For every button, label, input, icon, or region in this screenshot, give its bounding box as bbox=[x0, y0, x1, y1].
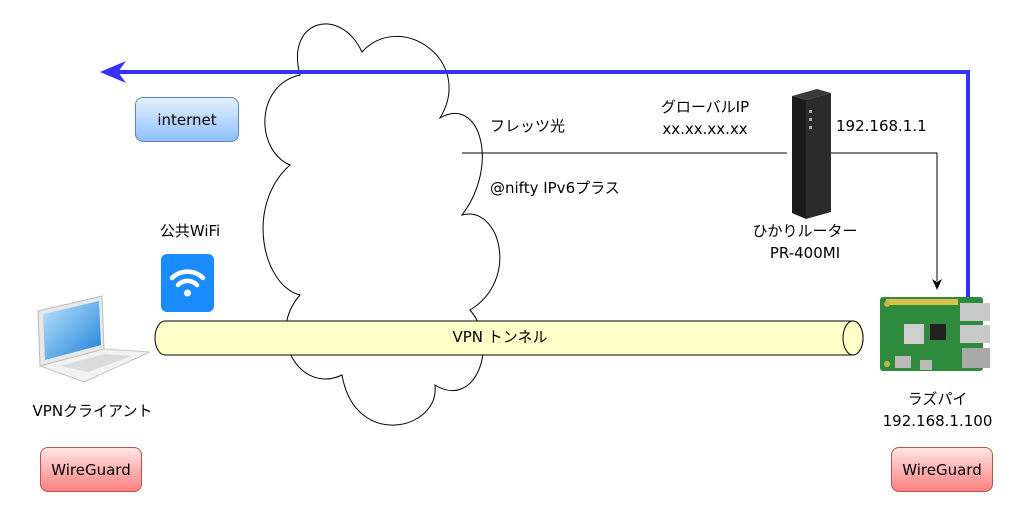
global-ip-value: xx.xx.xx.xx bbox=[662, 120, 748, 138]
raspberry-pi-board-icon bbox=[880, 297, 990, 371]
global-ip-title: グローバルIP bbox=[660, 98, 750, 116]
flets-label: フレッツ光 bbox=[490, 117, 566, 135]
lan-connection-arrow bbox=[830, 152, 942, 290]
router-model: PR-400MI bbox=[769, 244, 841, 262]
router-lan-ip: 192.168.1.1 bbox=[836, 117, 927, 135]
public-wifi-label: 公共WiFi bbox=[159, 222, 221, 240]
wireguard-client-badge: WireGuard bbox=[40, 447, 142, 492]
laptop-icon bbox=[37, 295, 151, 383]
internet-route-arrow bbox=[100, 61, 970, 299]
nifty-label: @nifty IPv6プラス bbox=[490, 179, 620, 197]
cloud-icon bbox=[262, 23, 501, 426]
wireguard-client-label: WireGuard bbox=[51, 460, 131, 479]
raspi-ip: 192.168.1.100 bbox=[882, 412, 993, 430]
vpn-tunnel-label: VPN トンネル bbox=[452, 328, 548, 346]
vpn-client-label: VPNクライアント bbox=[32, 402, 153, 420]
vpn-tunnel-cylinder bbox=[154, 320, 864, 356]
wireguard-server-badge: WireGuard bbox=[891, 447, 993, 492]
router-name: ひかりルーター bbox=[752, 222, 858, 240]
raspi-name: ラズパイ bbox=[907, 390, 968, 408]
wireguard-server-label: WireGuard bbox=[902, 460, 982, 479]
internet-label: internet bbox=[157, 110, 217, 129]
internet-badge: internet bbox=[135, 97, 239, 142]
router-icon bbox=[792, 89, 831, 219]
wifi-icon bbox=[161, 254, 214, 312]
